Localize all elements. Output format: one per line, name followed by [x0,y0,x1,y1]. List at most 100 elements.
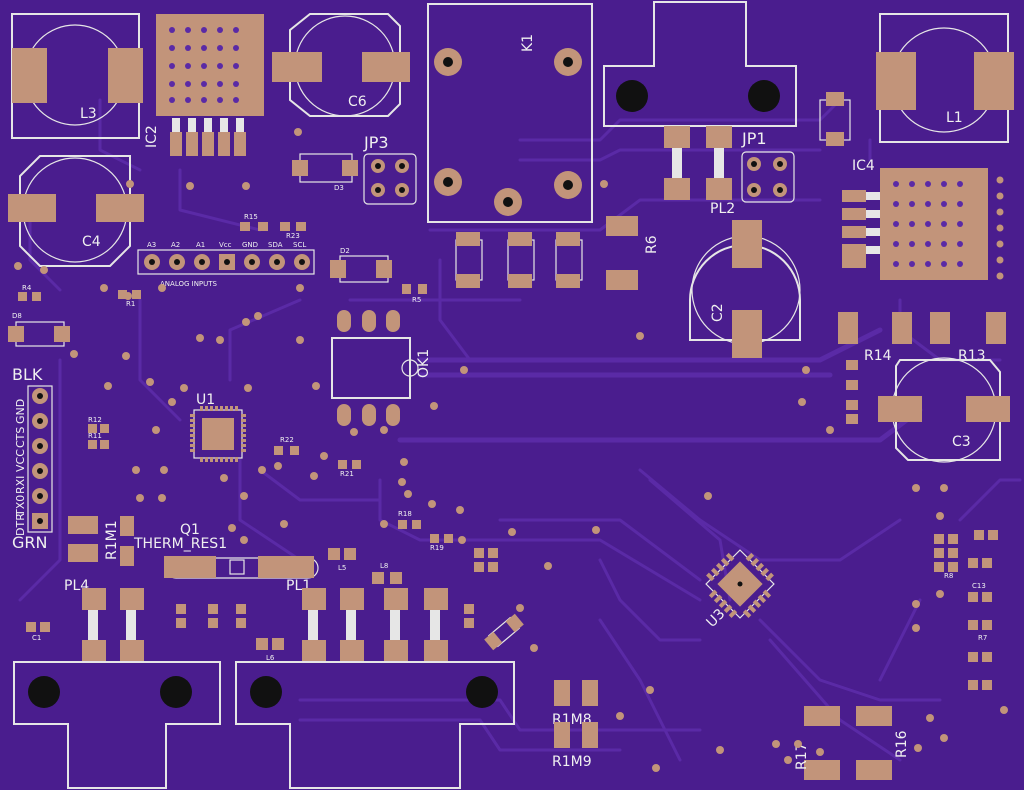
relay-K1: K1 [427,3,593,223]
analog-inputs-header: A3 A2 A1 Vcc GND SDA SCL ANALOG INPUTS [137,241,315,288]
via-column-right [996,176,1004,280]
label-R21: R21 [340,470,354,478]
label-U1: U1 [196,392,215,408]
diode-D8: D8 [8,312,70,347]
resistor-R18: R18 [398,510,421,529]
label-R18: R18 [398,510,412,518]
label-D3: D3 [334,184,344,192]
label-L3: L3 [80,106,97,122]
diode-near-PL1 [484,613,524,651]
resistor-R11: R11 [88,432,109,449]
label-Q1: Q1 [180,522,200,538]
resistor-R4: R4 [18,284,41,301]
label-R19: R19 [430,544,444,552]
diode-D2: D2 [330,247,392,283]
analog-pin-label-3: Vcc [219,241,232,249]
label-R14: R14 [864,348,892,364]
mcu-U1: U1 [190,392,246,462]
terminal-PL1: PL1 [235,578,515,789]
terminal-PL2: PL2 [603,1,797,217]
optocoupler-OK1: OK1 [331,310,432,426]
diode-D1 [819,92,851,146]
label-R7: R7 [978,634,987,642]
label-L5: L5 [338,564,346,572]
resistor-R22: R22 [274,436,299,455]
label-R23: R23 [286,232,300,240]
resistor-R13: R13 [930,312,1006,364]
led-column [846,360,858,424]
label-C6: C6 [348,94,367,110]
ftdi-pin-label-0: DTR [14,513,27,536]
right-small-parts: C13 R7 R8 [934,530,998,690]
resistor-R14: R14 [838,312,912,364]
label-PL2: PL2 [710,201,735,217]
inductor-L8: L8 [372,562,402,584]
label-C1: C1 [32,634,41,642]
label-GRN: GRN [12,533,47,552]
ftdi-pin-label-1: TX0 [14,495,27,517]
label-IC4: IC4 [852,158,875,174]
label-IC2: IC2 [144,125,160,148]
label-R17: R17 [794,742,810,770]
resistor-R16: R16 [856,706,910,780]
analog-pin-label-5: SDA [268,241,283,249]
vias [14,128,1008,772]
label-L1: L1 [946,110,963,126]
analog-inputs-caption: ANALOG INPUTS [160,280,218,288]
cap-row-bottom [176,548,498,628]
analog-pin-label-4: GND [242,241,258,249]
label-R11: R11 [88,432,102,440]
relay-diode-row [455,232,583,288]
analog-pin-label-1: A2 [171,241,180,249]
resistor-R19: R19 [430,534,453,552]
ftdi-pin-label-4: CTS [14,427,27,448]
resistor-R5: R5 [402,284,427,304]
resistor-R17: R17 [794,706,840,780]
resistor-R1M9: R1M9 [552,722,598,770]
label-R4: R4 [22,284,32,292]
resistor-R1M1: R1M1 [68,516,134,566]
ftdi-pin-label-5: GND [14,399,27,424]
label-R1M9: R1M9 [552,754,592,770]
label-R22: R22 [280,436,294,444]
label-R1M1: R1M1 [104,520,120,560]
resistor-R6: R6 [606,216,660,290]
label-R6: R6 [644,235,660,254]
ftdi-header: BLK GND CTS VCC RXI TX0 DTR GRN [12,365,53,552]
inductor-L3: L3 [11,13,143,139]
label-L6: L6 [266,654,275,662]
jumper-JP3: JP3 [363,133,417,205]
capacitor-C1: C1 [26,622,50,642]
label-C4: C4 [82,234,101,250]
inductor-L1: L1 [876,13,1014,143]
diode-D3: D3 [292,153,358,192]
inductor-L6: L6 [256,638,284,662]
analog-pin-label-2: A1 [196,241,205,249]
resistor-R1: R1 [118,290,141,308]
terminal-PL4: PL4 [13,578,221,789]
label-JP3: JP3 [363,133,389,152]
label-JP1: JP1 [741,129,767,148]
label-BLK: BLK [12,365,43,384]
resistor-R21: R21 [338,460,361,478]
thermistor-THERM-RES1: Q1 THERM_RES1 [133,522,319,579]
label-K1: K1 [520,34,536,52]
ftdi-pin-label-2: RXI [14,476,27,494]
resistor-R23: R23 [280,222,306,240]
label-THERM-RES1: THERM_RES1 [133,536,227,552]
analog-pin-label-6: SCL [293,241,306,249]
label-R15: R15 [244,213,258,221]
label-R8: R8 [944,572,953,580]
label-R1: R1 [126,300,135,308]
ftdi-pin-label-3: VCC [14,449,27,472]
label-D8: D8 [12,312,22,320]
label-OK1: OK1 [416,349,432,378]
capacitor-C2: C2 [689,220,801,358]
capacitor-C4: C4 [8,155,144,267]
label-R5: R5 [412,296,421,304]
ic-IC4: IC4 [842,158,988,280]
trace-layer [18,98,1022,762]
label-D2: D2 [340,247,350,255]
inductor-L5: L5 [328,548,356,572]
